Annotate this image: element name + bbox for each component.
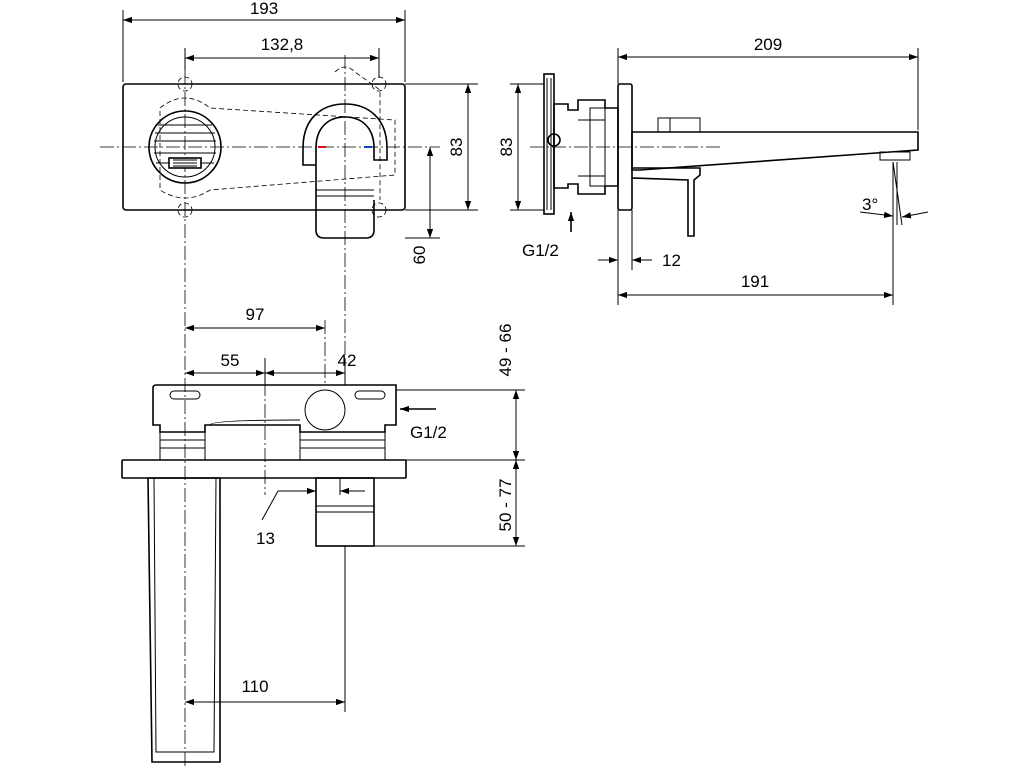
dim-depth-upper: 49 - 66 bbox=[496, 324, 515, 377]
dim-body-gap: 13 bbox=[256, 529, 275, 548]
side-view: 83 209 191 12 3° G1/2 bbox=[497, 35, 929, 305]
dim-spout-length: 209 bbox=[754, 35, 782, 54]
dim-offset-right: 42 bbox=[338, 351, 357, 370]
dim-holes-spacing: 132,8 bbox=[261, 35, 304, 54]
dim-side-plate-height: 83 bbox=[497, 138, 516, 157]
dim-front-width: 193 bbox=[250, 0, 278, 18]
front-view: 193 132,8 83 60 bbox=[100, 0, 478, 768]
side-spout bbox=[631, 131, 919, 171]
dim-spout-offset: 110 bbox=[241, 677, 268, 696]
concealed-body bbox=[152, 384, 397, 433]
spout-outlet bbox=[148, 110, 222, 184]
dim-offset-left: 55 bbox=[221, 351, 240, 370]
dim-wall-gap: 12 bbox=[662, 251, 681, 270]
dim-spout-projection: 191 bbox=[741, 272, 769, 291]
mixer-lever bbox=[302, 103, 388, 239]
dim-lever-height: 60 bbox=[410, 246, 429, 265]
dim-angle: 3° bbox=[862, 195, 878, 214]
thread-label-side: G1/2 bbox=[522, 241, 559, 260]
top-spout bbox=[147, 477, 221, 763]
side-lever bbox=[631, 167, 701, 237]
thread-label-top: G1/2 bbox=[410, 423, 447, 442]
top-view: 97 55 42 49 - 66 50 - 77 G1/2 13 110 bbox=[121, 305, 525, 763]
top-cover-plate bbox=[121, 459, 407, 479]
dim-axis-spacing: 97 bbox=[246, 305, 265, 324]
cover-plate bbox=[122, 83, 406, 211]
dim-front-height: 83 bbox=[447, 138, 466, 157]
dim-depth-lower: 50 - 77 bbox=[496, 479, 515, 532]
